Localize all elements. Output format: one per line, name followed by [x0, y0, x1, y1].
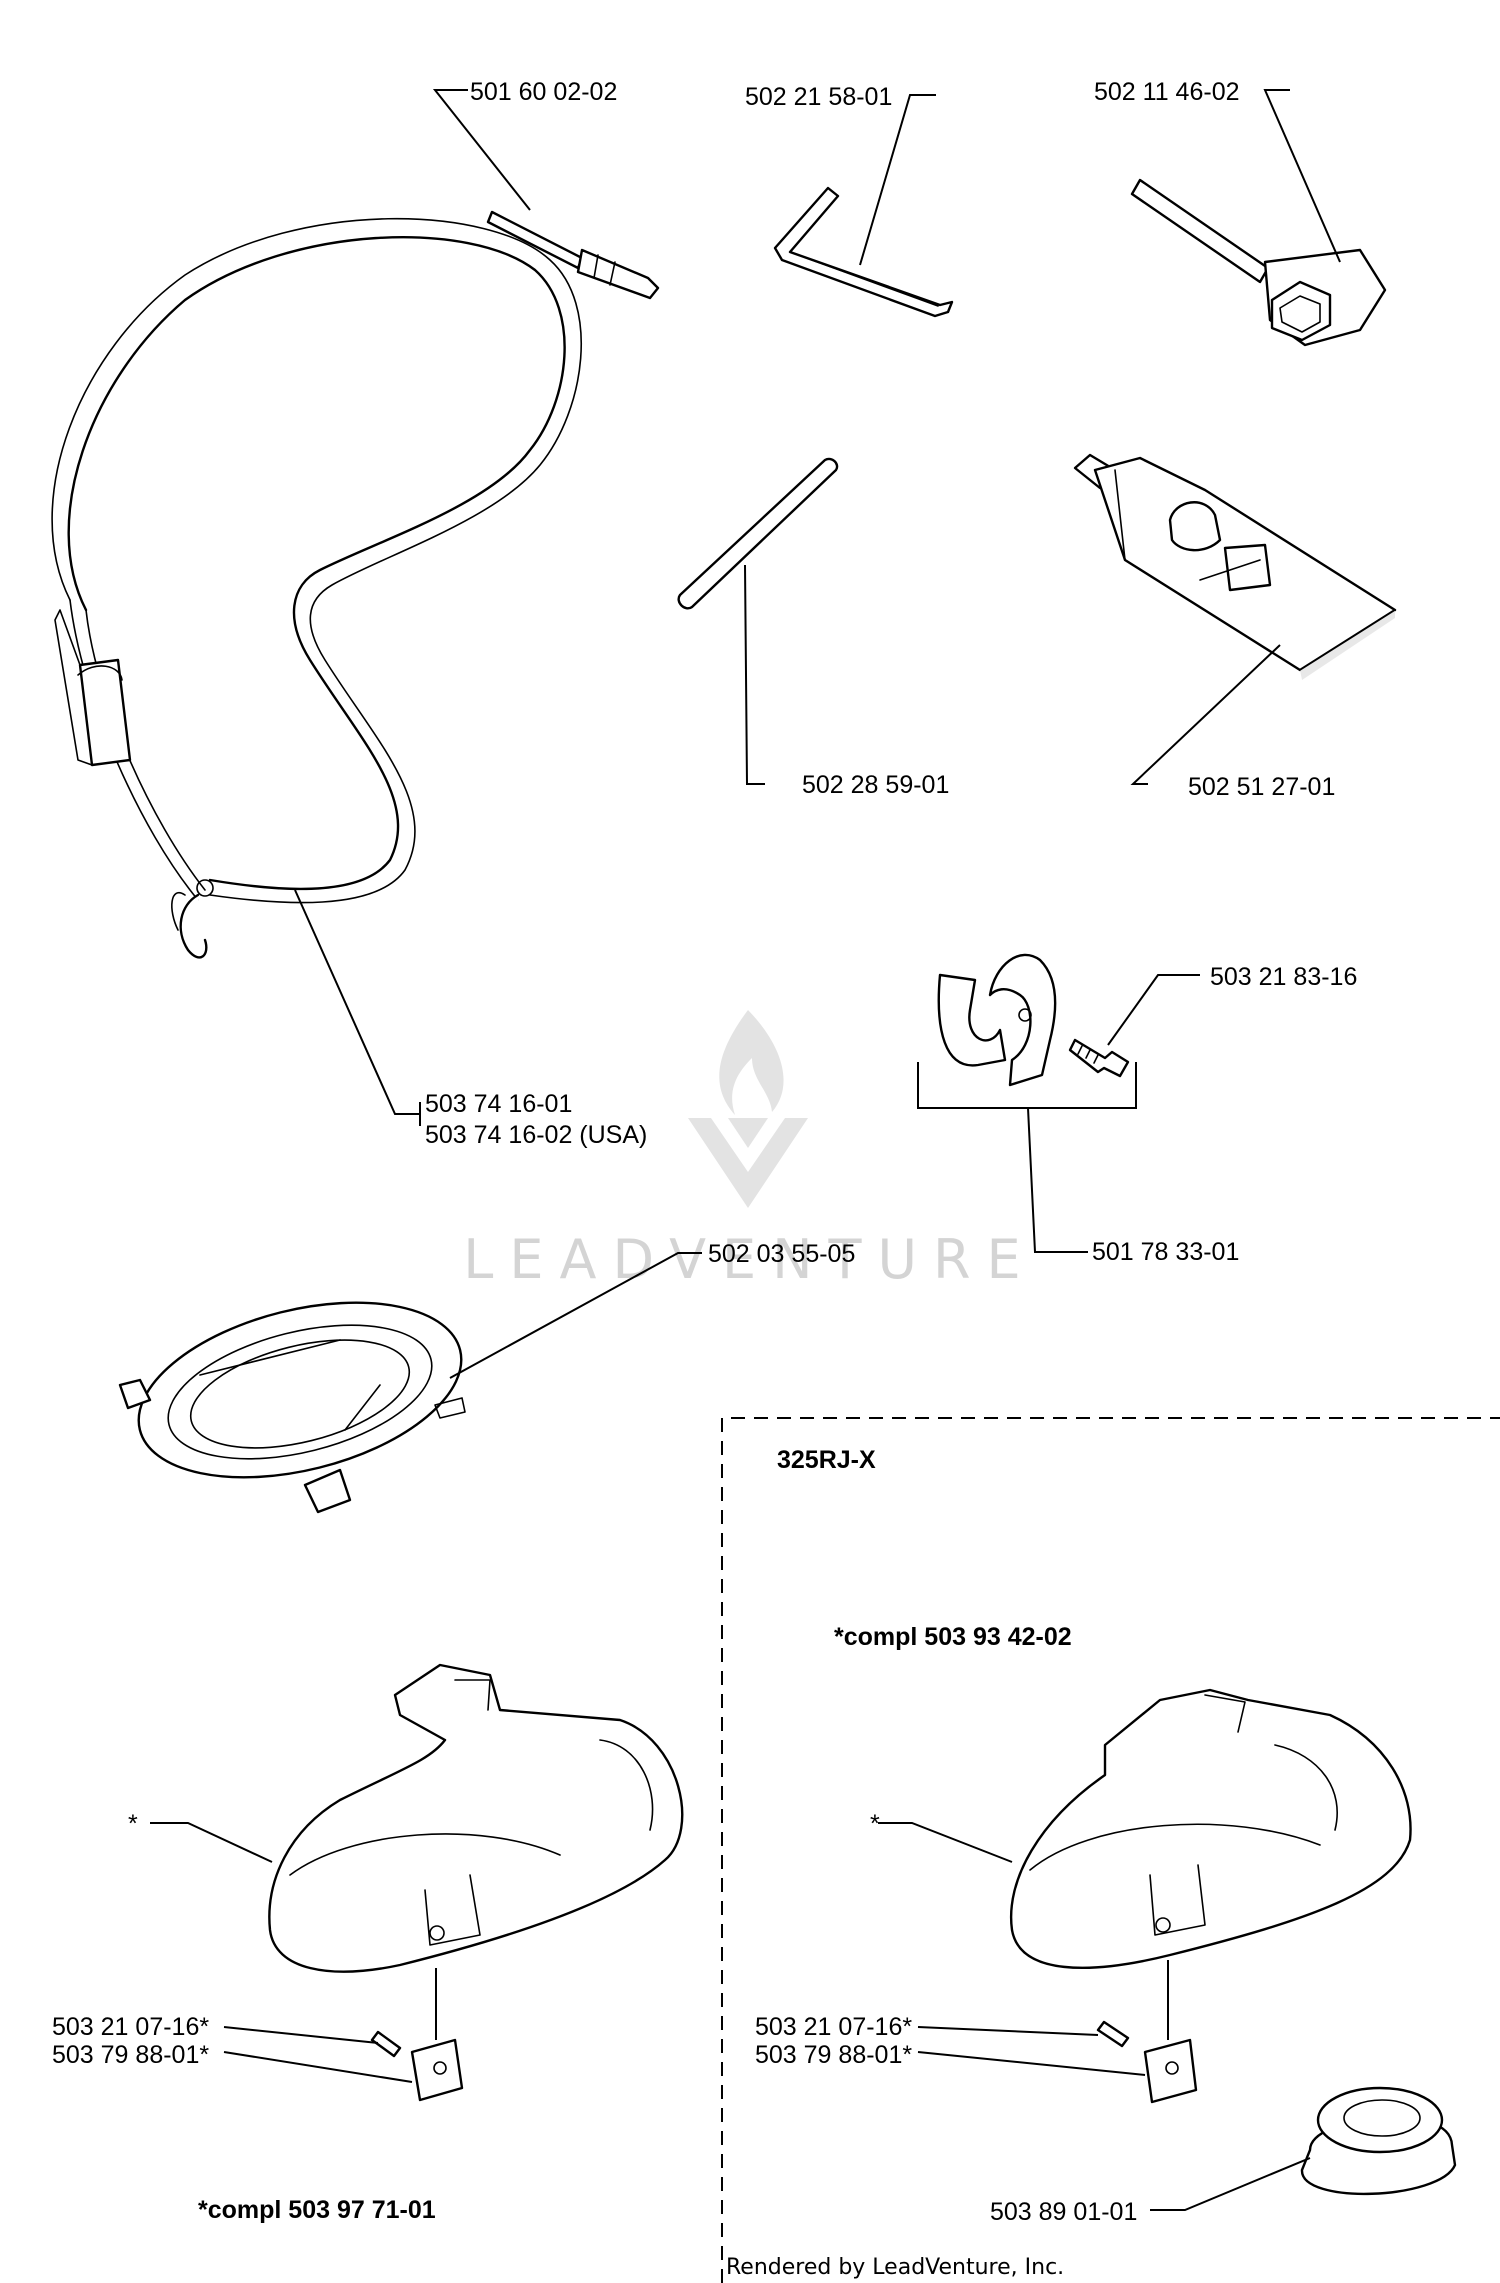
- spark-plug-spanner-drawing: [1130, 178, 1387, 347]
- watermark-logo-icon: [688, 1010, 808, 1208]
- label-left-screw: 503 21 07-16*: [52, 2013, 209, 2041]
- grease-tube-drawing: [1073, 453, 1397, 680]
- rendered-by-note: Rendered by LeadVenture, Inc.: [726, 2255, 1064, 2280]
- label-left-guard-star: *: [128, 1810, 138, 1838]
- screwdriver-drawing: [486, 210, 660, 300]
- right-trimmer-guard-drawing: [1009, 1688, 1457, 2196]
- label-left-compl: *compl 503 97 71-01: [198, 2196, 436, 2224]
- watermark: LEADVENTURE: [463, 1010, 1036, 1291]
- guard-ring-drawing: [118, 1301, 466, 1514]
- label-left-plate: 503 79 88-01*: [52, 2041, 209, 2069]
- clamp-kit-drawing: [917, 953, 1137, 1109]
- label-503-74-16-02-usa: 503 74 16-02 (USA): [425, 1121, 647, 1149]
- leader-lines: [150, 89, 1341, 2211]
- label-501-78-33-01: 501 78 33-01: [1092, 1238, 1239, 1266]
- label-502-11-46-02: 502 11 46-02: [1094, 78, 1240, 106]
- part-labels: 501 60 02-02 502 21 58-01 502 11 46-02 5…: [52, 78, 1357, 2280]
- label-503-74-16-01: 503 74 16-01: [425, 1090, 572, 1118]
- locking-pin-drawing: [677, 457, 839, 610]
- harness-strap-drawing: [51, 217, 583, 959]
- watermark-text: LEADVENTURE: [463, 1228, 1036, 1291]
- label-502-28-59-01: 502 28 59-01: [802, 771, 949, 799]
- label-503-21-83-16: 503 21 83-16: [1210, 963, 1357, 991]
- label-503-89-01-01: 503 89 01-01: [990, 2198, 1137, 2226]
- label-501-60-02-02: 501 60 02-02: [470, 78, 617, 106]
- label-502-51-27-01: 502 51 27-01: [1188, 773, 1335, 801]
- section-model-label: 325RJ-X: [777, 1446, 876, 1474]
- section-frame-325rj-x: [721, 1417, 1500, 2283]
- label-502-03-55-05: 502 03 55-05: [708, 1240, 855, 1268]
- label-right-screw: 503 21 07-16*: [755, 2013, 912, 2041]
- label-right-plate: 503 79 88-01*: [755, 2041, 912, 2069]
- hex-key-drawing: [773, 186, 954, 318]
- label-right-guard-star: *: [870, 1810, 880, 1838]
- label-right-compl: *compl 503 93 42-02: [834, 1623, 1072, 1651]
- left-trimmer-guard-drawing: [268, 1663, 684, 2102]
- label-502-21-58-01: 502 21 58-01: [745, 83, 892, 111]
